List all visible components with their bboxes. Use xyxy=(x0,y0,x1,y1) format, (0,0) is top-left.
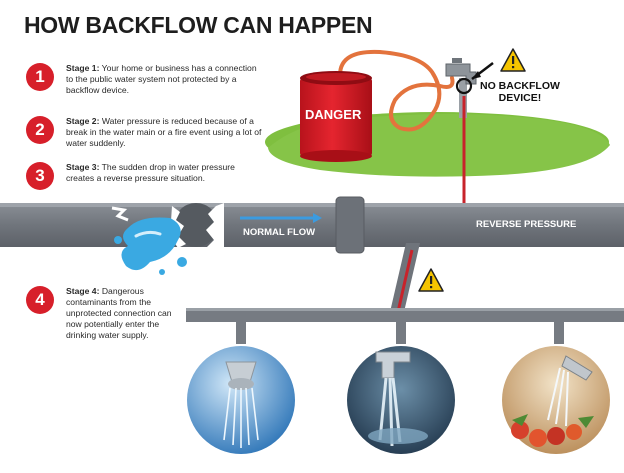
water-main-pipe xyxy=(0,203,624,247)
stage-number-badge: 3 xyxy=(26,162,54,190)
reverse-arrow-diagonal xyxy=(396,249,414,313)
stage-description: The sudden drop in water pressure create… xyxy=(66,162,235,183)
page-title: HOW BACKFLOW CAN HAPPEN xyxy=(24,12,373,38)
stage-description: Dangerous contaminants from the unprotec… xyxy=(66,286,172,340)
stage-label: Stage 2: xyxy=(66,116,100,126)
water-splash xyxy=(121,217,181,271)
stage-1: 1 Stage 1: Your home or business has a c… xyxy=(26,63,266,103)
shower-head-icon xyxy=(223,361,259,448)
stage-number-badge: 2 xyxy=(26,116,54,144)
danger-tank-body xyxy=(300,78,372,156)
faucet-circle xyxy=(347,346,455,454)
pipe-break xyxy=(174,203,218,247)
drop-pipe-right xyxy=(554,322,564,344)
stage-label: Stage 1: xyxy=(66,63,100,73)
reverse-pressure-label: REVERSE PRESSURE xyxy=(476,219,577,230)
stage-3: 3 Stage 3: The sudden drop in water pres… xyxy=(26,162,266,192)
danger-label: DANGER xyxy=(305,107,362,122)
warning-icon xyxy=(418,268,444,292)
danger-tank-bottom xyxy=(300,150,372,162)
pipe-coupling xyxy=(335,196,365,254)
stage-label: Stage 3: xyxy=(66,162,100,172)
warning-icon xyxy=(500,48,526,72)
drop-pipe-left xyxy=(236,322,246,344)
water-spigot-icon xyxy=(445,63,477,85)
no-backflow-label: NO BACKFLOW DEVICE! xyxy=(480,80,560,104)
no-backflow-callout-circle xyxy=(455,77,473,95)
stage-number-badge: 1 xyxy=(26,63,54,91)
stage-4: 4 Stage 4: Dangerous contaminants from t… xyxy=(26,286,186,366)
hose xyxy=(338,49,455,132)
kitchen-sprayer-icon xyxy=(511,355,594,447)
stage-description: Your home or business has a connection t… xyxy=(66,63,257,95)
normal-flow-label: NORMAL FLOW xyxy=(243,227,316,238)
stage-description: Water pressure is reduced because of a b… xyxy=(66,116,262,148)
distribution-pipe xyxy=(186,308,624,322)
stage-number-badge: 4 xyxy=(26,286,54,314)
stage-2: 2 Stage 2: Water pressure is reduced bec… xyxy=(26,116,266,156)
drop-pipe-center xyxy=(396,322,406,344)
faucet-icon xyxy=(368,351,428,447)
stage-label: Stage 4: xyxy=(66,286,100,296)
